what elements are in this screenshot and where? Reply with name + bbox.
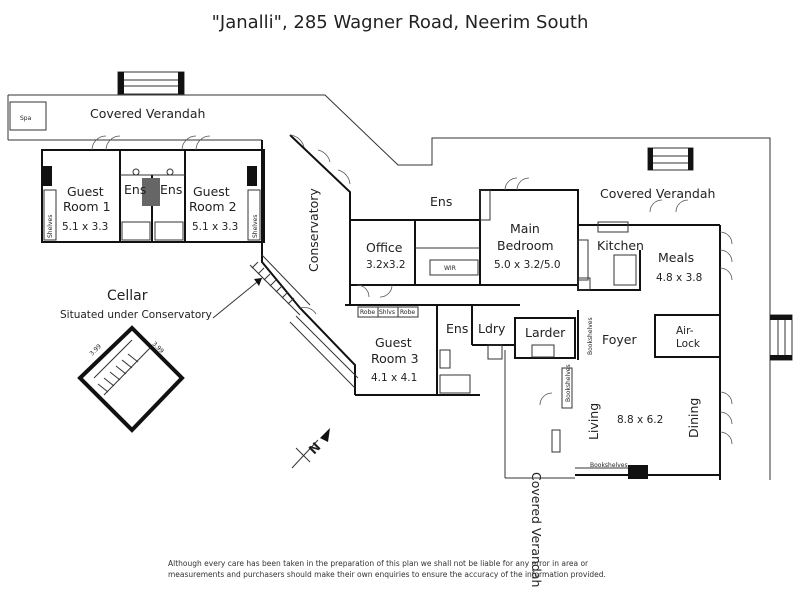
guest-room-3-label-line2: Room 3 [371, 351, 419, 366]
room-labels: Spa Covered Verandah Guest Room 1 5.1 x … [20, 106, 715, 587]
ens-3-label: Ens [446, 321, 468, 336]
cellar-label: Cellar [107, 288, 148, 304]
covered-verandah-top-label: Covered Verandah [90, 106, 205, 121]
robe-1-label: Robe [360, 309, 375, 316]
centre-walls [345, 177, 720, 396]
disclaimer-text: Although every care has been taken in th… [168, 559, 606, 579]
guest-room-3-dim: 4.1 x 4.1 [371, 372, 417, 384]
cellar-note: Situated under Conservatory [60, 309, 212, 321]
ens-2-label: Ens [160, 182, 182, 197]
covered-verandah-side-label: Covered Verandah [529, 472, 544, 587]
guest-room-3-label-line1: Guest [375, 335, 412, 350]
left-wing-walls [7, 71, 771, 480]
shelves-label-right: Shelves [252, 215, 259, 238]
guest-room-1-label-line1: Guest [67, 184, 104, 199]
guest-room-1-dim: 5.1 x 3.3 [62, 221, 108, 233]
north-arrow-icon [291, 428, 330, 469]
plan-title: "Janalli", 285 Wagner Road, Neerim South [211, 12, 589, 33]
ldry-label: Ldry [478, 321, 506, 336]
right-walls [504, 147, 793, 480]
wir-label: WIR [444, 265, 456, 272]
covered-verandah-right-label: Covered Verandah [600, 186, 715, 201]
air-lock-label-line1: Air- [676, 325, 694, 337]
cellar-diagram [77, 277, 263, 433]
air-lock-label-line2: Lock [676, 338, 701, 350]
guest-room-2-label-line1: Guest [193, 184, 230, 199]
conservatory-label: Conservatory [306, 188, 321, 272]
meals-label: Meals [658, 250, 694, 265]
shelves-label-left: Shelves [47, 215, 54, 238]
office-label: Office [366, 240, 403, 255]
robe-2-label: Robe [400, 309, 415, 316]
bookshelves-label-3: Bookshelves [590, 462, 628, 469]
dining-label: Dining [686, 398, 701, 438]
bookshelves-label-2: Bookshelves [565, 364, 572, 402]
north-label: N [306, 439, 324, 457]
living-label: Living [586, 403, 601, 440]
guest-room-2-label-line2: Room 2 [189, 199, 237, 214]
main-bedroom-dim: 5.0 x 3.2/5.0 [494, 259, 561, 271]
guest-room-2-dim: 5.1 x 3.3 [192, 221, 238, 233]
meals-dim: 4.8 x 3.8 [656, 272, 702, 284]
office-dim: 3.2x3.2 [366, 259, 406, 271]
spa-label: Spa [20, 115, 32, 122]
conservatory-walls [249, 134, 359, 395]
larder-label: Larder [525, 325, 566, 340]
ens-main-label: Ens [430, 194, 452, 209]
shlvs-label: Shlvs [379, 309, 395, 316]
bookshelves-label-1: Bookshelves [587, 317, 594, 355]
foyer-label: Foyer [602, 332, 637, 347]
main-bedroom-label-line1: Main [510, 221, 540, 236]
kitchen-label: Kitchen [597, 238, 644, 253]
guest-room-1-label-line2: Room 1 [63, 199, 111, 214]
living-dim: 8.8 x 6.2 [617, 414, 663, 426]
main-bedroom-label-line2: Bedroom [497, 238, 554, 253]
ens-1-label: Ens [124, 182, 146, 197]
